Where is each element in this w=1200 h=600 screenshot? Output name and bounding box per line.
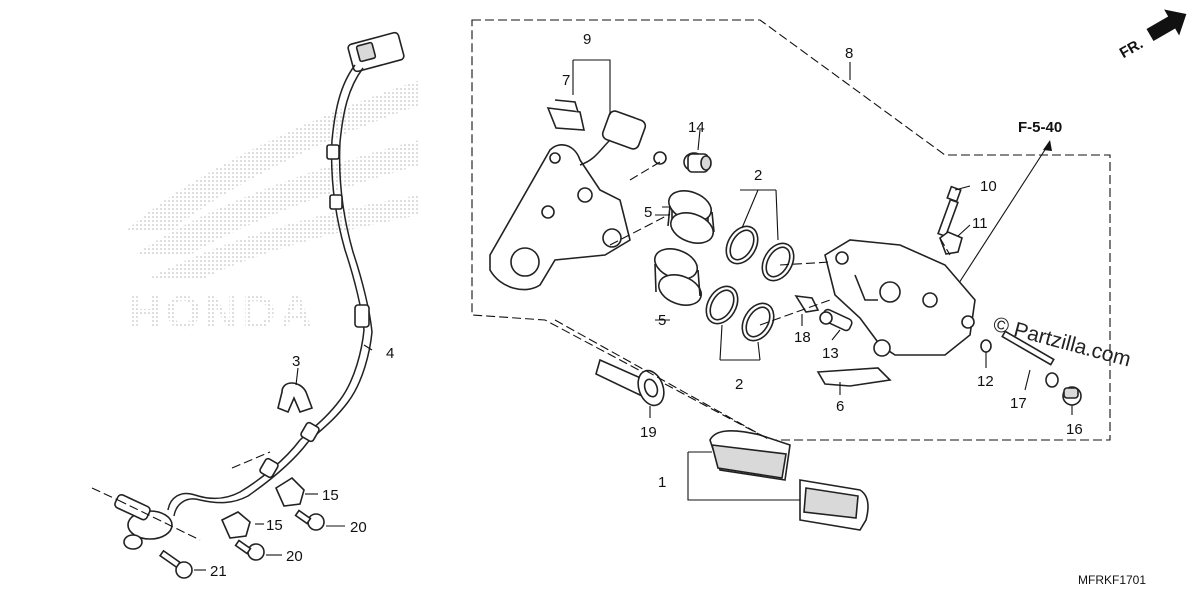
caliper-body <box>824 239 976 356</box>
pin-13 <box>819 308 853 332</box>
pad-spring-6 <box>816 367 892 387</box>
callout-6: 6 <box>836 398 844 415</box>
piston-5-upper <box>667 190 715 244</box>
callout-19: 19 <box>640 424 657 441</box>
diagram-code: MFRKF1701 <box>1078 573 1146 587</box>
callout-4: 4 <box>386 345 394 362</box>
callout-2-upper: 2 <box>754 167 762 184</box>
assembly-boundary-8 <box>471 19 1111 441</box>
callout-3: 3 <box>292 353 300 370</box>
sensor-9 <box>579 110 667 166</box>
callout-1: 1 <box>658 474 666 491</box>
callout-12: 12 <box>977 373 994 390</box>
bolt-20-lower <box>234 539 265 561</box>
clip-7 <box>546 107 586 131</box>
callout-20-upper: 20 <box>350 519 367 536</box>
brake-pad-lower <box>799 479 869 531</box>
callout-7: 7 <box>562 72 570 89</box>
callout-15-upper: 15 <box>322 487 339 504</box>
cable-clip-15-upper <box>274 476 305 507</box>
callout-16: 16 <box>1066 421 1083 438</box>
pad-pin-17 <box>1001 330 1059 388</box>
callout-13: 13 <box>822 345 839 362</box>
bleeder-cap-11 <box>939 231 963 255</box>
callout-11: 11 <box>972 215 988 232</box>
callout-5-upper: 5 <box>644 204 652 221</box>
honda-wing-watermark: HONDA <box>125 80 420 338</box>
callout-18: 18 <box>794 329 811 346</box>
bolt-21 <box>158 549 193 579</box>
piston-5-lower <box>653 248 703 306</box>
slide-pin-19 <box>595 358 665 407</box>
washer-12 <box>980 339 992 353</box>
callout-10: 10 <box>980 178 997 195</box>
front-marker-label: FR. <box>1117 35 1146 62</box>
callout-15-lower: 15 <box>266 517 283 534</box>
callout-2-lower: 2 <box>735 376 743 393</box>
front-direction-marker: FR. <box>1117 9 1187 62</box>
reference-arrow-head-icon <box>1043 140 1052 151</box>
bleeder-valve-10 <box>937 185 962 238</box>
callout-21: 21 <box>210 563 227 580</box>
plug-16 <box>1062 386 1082 406</box>
callout-17: 17 <box>1010 395 1027 412</box>
cable-clip-3 <box>277 382 314 414</box>
boot-14 <box>683 152 712 173</box>
reference-arrow <box>947 141 1051 301</box>
callout-5-lower: 5 <box>658 312 666 329</box>
caliper-bracket <box>489 144 631 291</box>
front-arrow-icon <box>1146 9 1187 42</box>
brake-pad-upper <box>709 430 791 481</box>
callout-14: 14 <box>688 119 705 136</box>
callout-20-lower: 20 <box>286 548 303 565</box>
fitting-18 <box>794 294 820 313</box>
callout-9: 9 <box>583 31 591 48</box>
bolt-20-upper <box>294 509 325 531</box>
cable-clip-15-lower <box>220 511 251 539</box>
sensor-connector <box>347 31 405 73</box>
callout-8: 8 <box>845 45 853 62</box>
reference-section-label: F-5-40 <box>1018 119 1062 136</box>
piston-seals-2-lower <box>705 285 775 342</box>
honda-watermark-text: HONDA <box>128 286 317 338</box>
piston-seals-2-upper <box>725 225 795 282</box>
wheel-speed-sensor-cable <box>114 31 405 550</box>
